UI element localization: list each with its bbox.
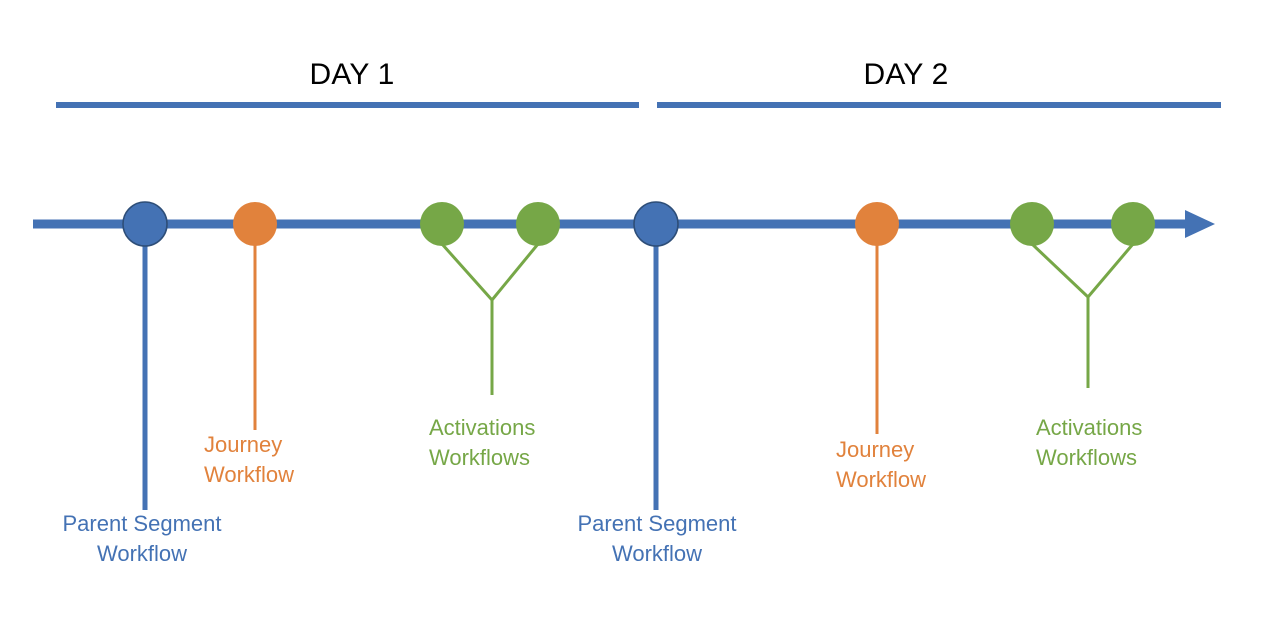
junction-branch-left bbox=[440, 243, 494, 301]
label-line: Parent Segment bbox=[62, 511, 222, 536]
timeline-node-journey[interactable] bbox=[233, 202, 277, 246]
axis-line bbox=[33, 219, 1185, 229]
timeline-node-activation[interactable] bbox=[516, 202, 560, 246]
timeline-axis bbox=[33, 210, 1215, 238]
timeline-node-journey[interactable] bbox=[855, 202, 899, 246]
timeline-node-activation[interactable] bbox=[1010, 202, 1054, 246]
junction-branch-left bbox=[1030, 242, 1090, 299]
label-line: Workflow bbox=[204, 462, 295, 488]
day-bar-group bbox=[56, 102, 1221, 108]
label-line: Workflow bbox=[96, 541, 188, 567]
timeline-node-parent-segment[interactable] bbox=[122, 201, 168, 247]
timeline-node-activation[interactable] bbox=[420, 202, 464, 246]
timeline-node-parent-segment[interactable] bbox=[633, 201, 679, 247]
label-line: Parent Segment bbox=[577, 511, 737, 536]
axis-arrow-icon bbox=[1185, 210, 1215, 238]
activation-junction-group bbox=[440, 242, 1135, 395]
stem-journey-2 bbox=[875, 244, 879, 434]
day-period-bar bbox=[56, 102, 639, 108]
stem-parent-1 bbox=[142, 244, 148, 510]
timeline-node-group bbox=[122, 201, 1155, 247]
stem-parent-2 bbox=[653, 244, 659, 510]
label-line: Activations bbox=[429, 415, 536, 440]
timeline-node-activation[interactable] bbox=[1111, 202, 1155, 246]
label-line: Workflows bbox=[429, 445, 531, 471]
junction-branch-right bbox=[490, 243, 540, 301]
day-period-bar bbox=[657, 102, 1221, 108]
label-line: Workflow bbox=[836, 467, 927, 493]
label-line: Activations bbox=[1036, 415, 1143, 440]
day-header-label-2: DAY 2 bbox=[863, 58, 949, 91]
day-header-label-1: DAY 1 bbox=[309, 58, 395, 91]
label-line: Workflows bbox=[1036, 445, 1138, 471]
label-line: Journey bbox=[836, 437, 915, 462]
stem-journey-1 bbox=[253, 244, 257, 430]
label-line: Workflow bbox=[611, 541, 703, 567]
connector-stem-group bbox=[142, 244, 879, 510]
junction-branch-right bbox=[1086, 243, 1135, 298]
label-line: Journey bbox=[204, 432, 283, 457]
activation-junction-1 bbox=[440, 243, 540, 395]
activation-junction-2 bbox=[1030, 242, 1135, 388]
